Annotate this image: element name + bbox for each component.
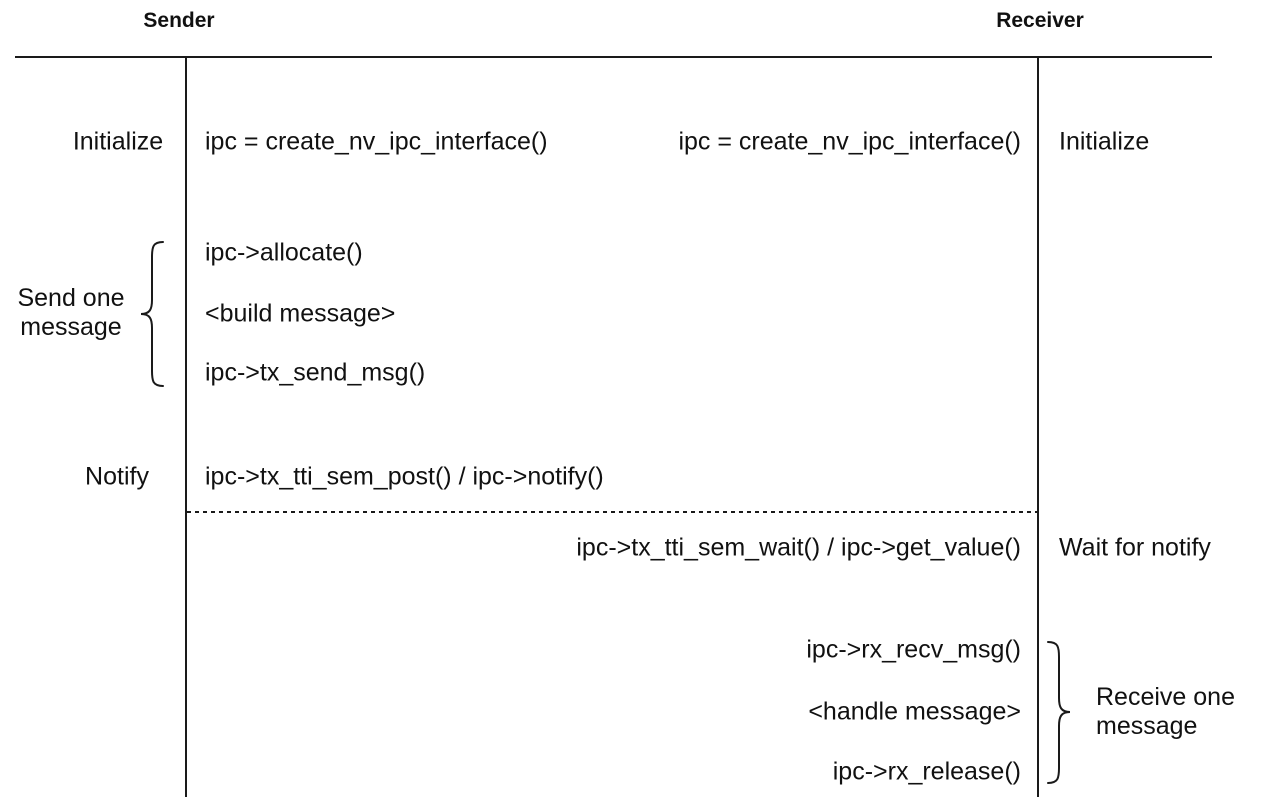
sender-build-message-step: <build message> xyxy=(205,299,396,328)
sender-initialize-label: Initialize xyxy=(72,127,164,156)
receiver-receive-group-label: Receive one message xyxy=(1096,683,1235,740)
sender-allocate-call: ipc->allocate() xyxy=(205,238,363,267)
receiver-column-header: Receiver xyxy=(996,9,1084,32)
sender-lifeline xyxy=(185,56,187,797)
receiver-wait-label: Wait for notify xyxy=(1059,533,1211,562)
receiver-wait-call: ipc->tx_tti_sem_wait() / ipc->get_value(… xyxy=(576,533,1021,562)
sender-tx-send-call: ipc->tx_send_msg() xyxy=(205,358,426,387)
sender-initialize-call: ipc = create_nv_ipc_interface() xyxy=(205,127,548,156)
sender-notify-call: ipc->tx_tti_sem_post() / ipc->notify() xyxy=(205,462,604,491)
top-rule xyxy=(15,56,1212,58)
notify-divider xyxy=(187,511,1037,513)
receiver-lifeline xyxy=(1037,56,1039,797)
receiver-initialize-call: ipc = create_nv_ipc_interface() xyxy=(678,127,1021,156)
receiver-handle-message-step: <handle message> xyxy=(808,697,1021,726)
sender-send-group-label: Send one message xyxy=(17,284,125,341)
receive-group-brace-icon xyxy=(1046,640,1073,785)
sender-column-header: Sender xyxy=(143,9,215,32)
receiver-rx-release-call: ipc->rx_release() xyxy=(832,757,1021,786)
receiver-initialize-label: Initialize xyxy=(1059,127,1150,156)
send-group-brace-icon xyxy=(137,240,166,388)
sender-notify-label: Notify xyxy=(85,462,149,491)
receiver-rx-recv-call: ipc->rx_recv_msg() xyxy=(806,635,1021,664)
